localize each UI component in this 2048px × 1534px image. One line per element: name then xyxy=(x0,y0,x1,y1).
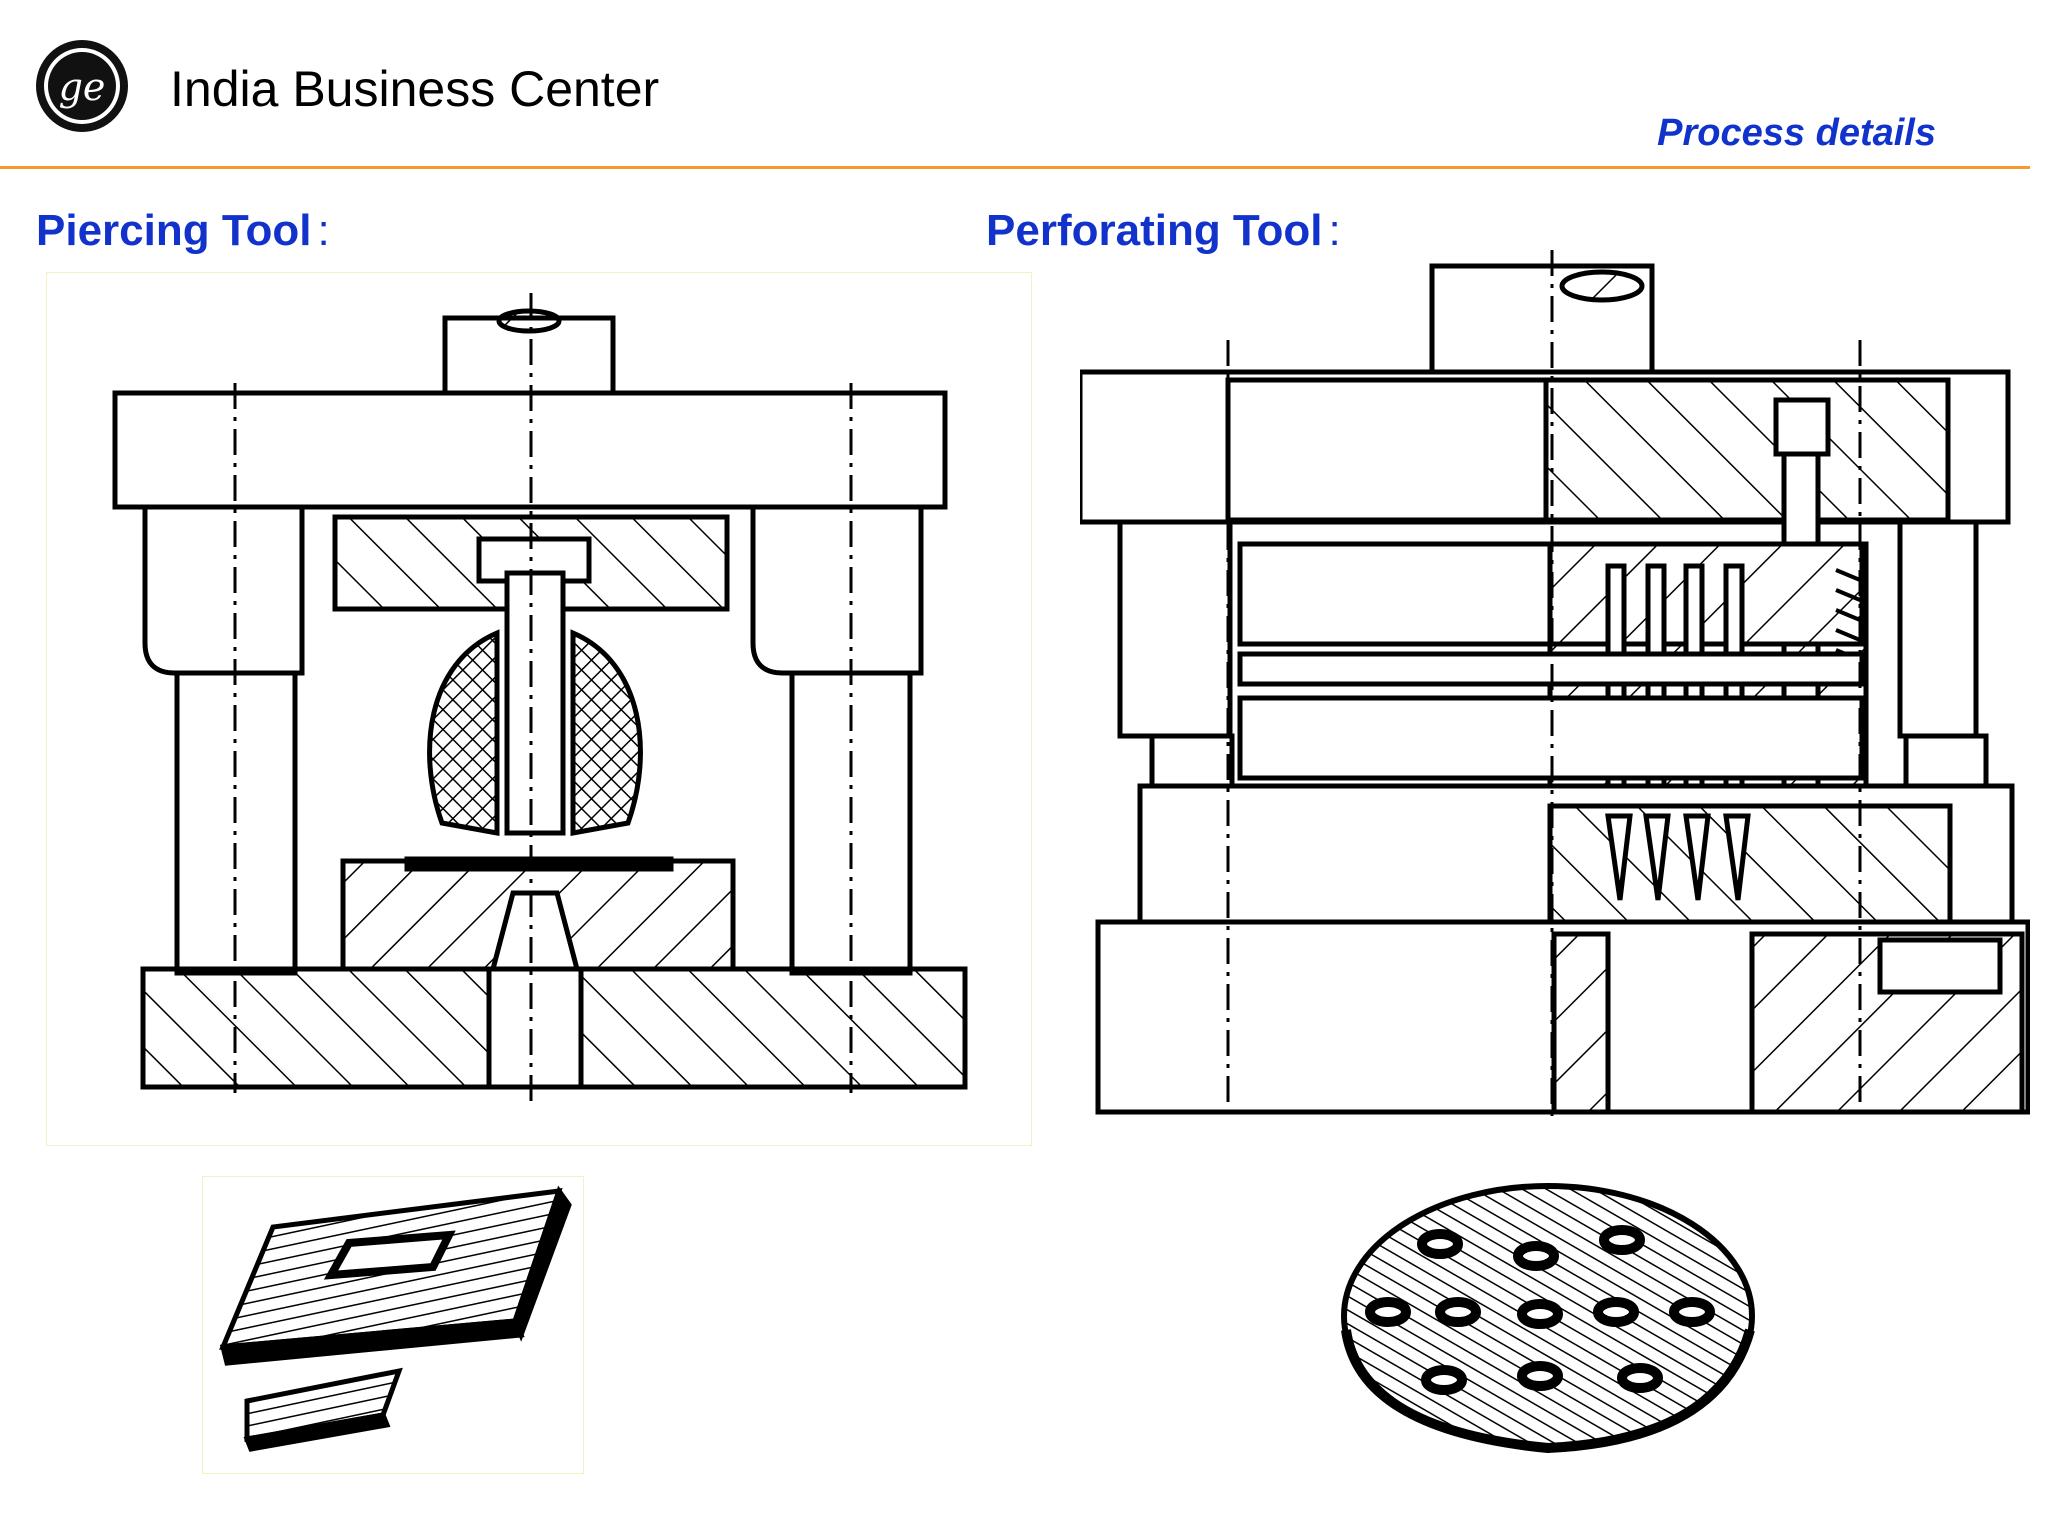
perforating-die-drawing-icon xyxy=(1080,250,2030,1130)
perforated-disc-drawing-icon xyxy=(1340,1180,1760,1470)
pierced-plate-drawing-icon xyxy=(202,1176,584,1474)
header-divider xyxy=(0,166,2030,169)
piercing-die-drawing-icon xyxy=(46,272,1032,1146)
piercing-tool-colon: : xyxy=(317,206,330,255)
perforating-tool-heading: Perforating Tool: xyxy=(986,206,1341,256)
piercing-tool-heading: Piercing Tool: xyxy=(36,206,330,256)
svg-text:ge: ge xyxy=(59,65,106,109)
perforating-tool-title: Perforating Tool xyxy=(986,206,1323,255)
piercing-tool-title: Piercing Tool xyxy=(36,206,312,255)
section-title: Process details xyxy=(1657,112,1936,154)
org-name: India Business Center xyxy=(170,61,660,117)
ge-logo-icon: ge xyxy=(34,38,130,134)
perforating-tool-colon: : xyxy=(1328,206,1341,255)
